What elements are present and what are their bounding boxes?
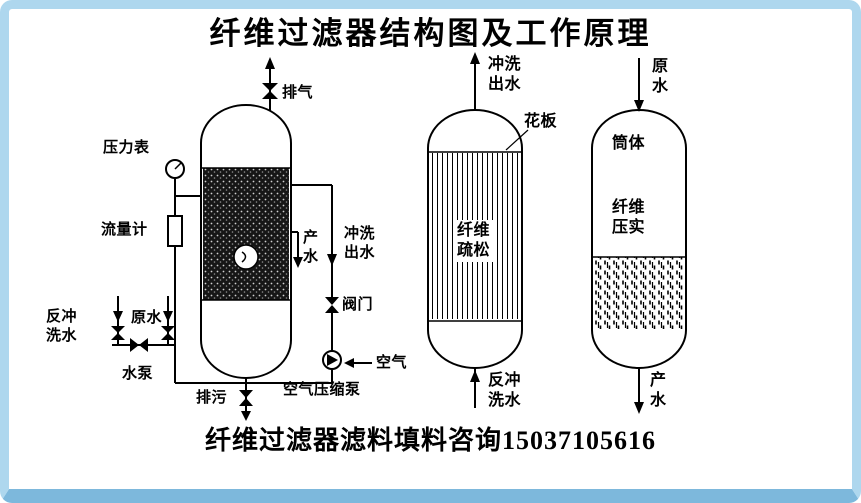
flow-meter-icon [167, 215, 183, 247]
label-air: 空气 [376, 354, 408, 371]
middle-filter-symbols [470, 52, 480, 382]
label-exhaust: 排气 [282, 84, 314, 101]
label-right-product-water: 产水 [650, 372, 667, 409]
water-pump-icon [130, 338, 139, 352]
label-pressure-gauge: 压力表 [103, 139, 150, 156]
plate-leader-line [505, 129, 529, 151]
valve-icon [325, 297, 339, 305]
arrow-up-icon [470, 370, 480, 382]
right-filter-symbols [634, 100, 644, 414]
water-pump-icon [139, 338, 148, 352]
label-mid-backwash-water: 反冲洗水 [488, 372, 522, 409]
label-product-water: 产水 [303, 229, 319, 265]
label-fiber-loose: 纤维疏松 [455, 220, 495, 262]
arrow-left-icon [344, 358, 354, 368]
valve-icon [111, 326, 125, 333]
left-filter-system [112, 66, 372, 418]
gauge-pipe [174, 179, 201, 345]
arrow-down-icon [113, 311, 123, 322]
arrow-down-icon [293, 257, 303, 268]
label-valve: 阀门 [342, 296, 374, 313]
label-fiber-compact: 纤维压实 [612, 199, 646, 236]
label-backwash-water: 反冲洗水 [46, 308, 78, 344]
label-right-raw-water: 原水 [652, 58, 669, 95]
label-mid-flush-out-water: 冲洗出水 [488, 56, 522, 93]
left-filter-symbols [111, 57, 354, 421]
valve-icon [239, 390, 253, 398]
arrow-up-icon [470, 52, 480, 64]
valve-icon [161, 333, 175, 340]
arrow-down-icon [634, 402, 644, 414]
arrow-down-icon [327, 254, 337, 266]
valve-icon [325, 305, 339, 313]
flush-pipe [246, 184, 333, 384]
fiber-compact-bed [594, 257, 684, 329]
label-air-compressor: 空气压缩泵 [283, 381, 361, 398]
page-title: 纤维过滤器结构图及工作原理 [209, 16, 652, 51]
label-raw-water: 原水 [131, 309, 163, 326]
arrow-up-icon [265, 57, 275, 69]
valve-icon [262, 91, 278, 99]
contact-footer: 纤维过滤器滤料填料咨询15037105616 [204, 426, 656, 455]
valve-icon [262, 83, 278, 91]
label-shell: 筒体 [612, 135, 646, 152]
label-flow-meter: 流量计 [101, 221, 148, 238]
valve-icon [111, 333, 125, 340]
label-water-pump: 水泵 [122, 365, 154, 382]
label-plate: 花板 [524, 113, 558, 130]
fiber-bed-dark [203, 168, 289, 300]
arrow-down-icon [241, 411, 251, 421]
arrow-down-icon [163, 311, 173, 322]
air-compressor-rotor [327, 354, 338, 366]
valve-icon [161, 326, 175, 333]
valve-icon [239, 398, 253, 406]
arrow-down-icon [634, 100, 644, 112]
label-flush-out-water: 冲洗出水 [344, 225, 376, 261]
product-pipe [291, 231, 299, 260]
right-filter-vessel [591, 58, 687, 410]
label-drain: 排污 [196, 389, 228, 406]
